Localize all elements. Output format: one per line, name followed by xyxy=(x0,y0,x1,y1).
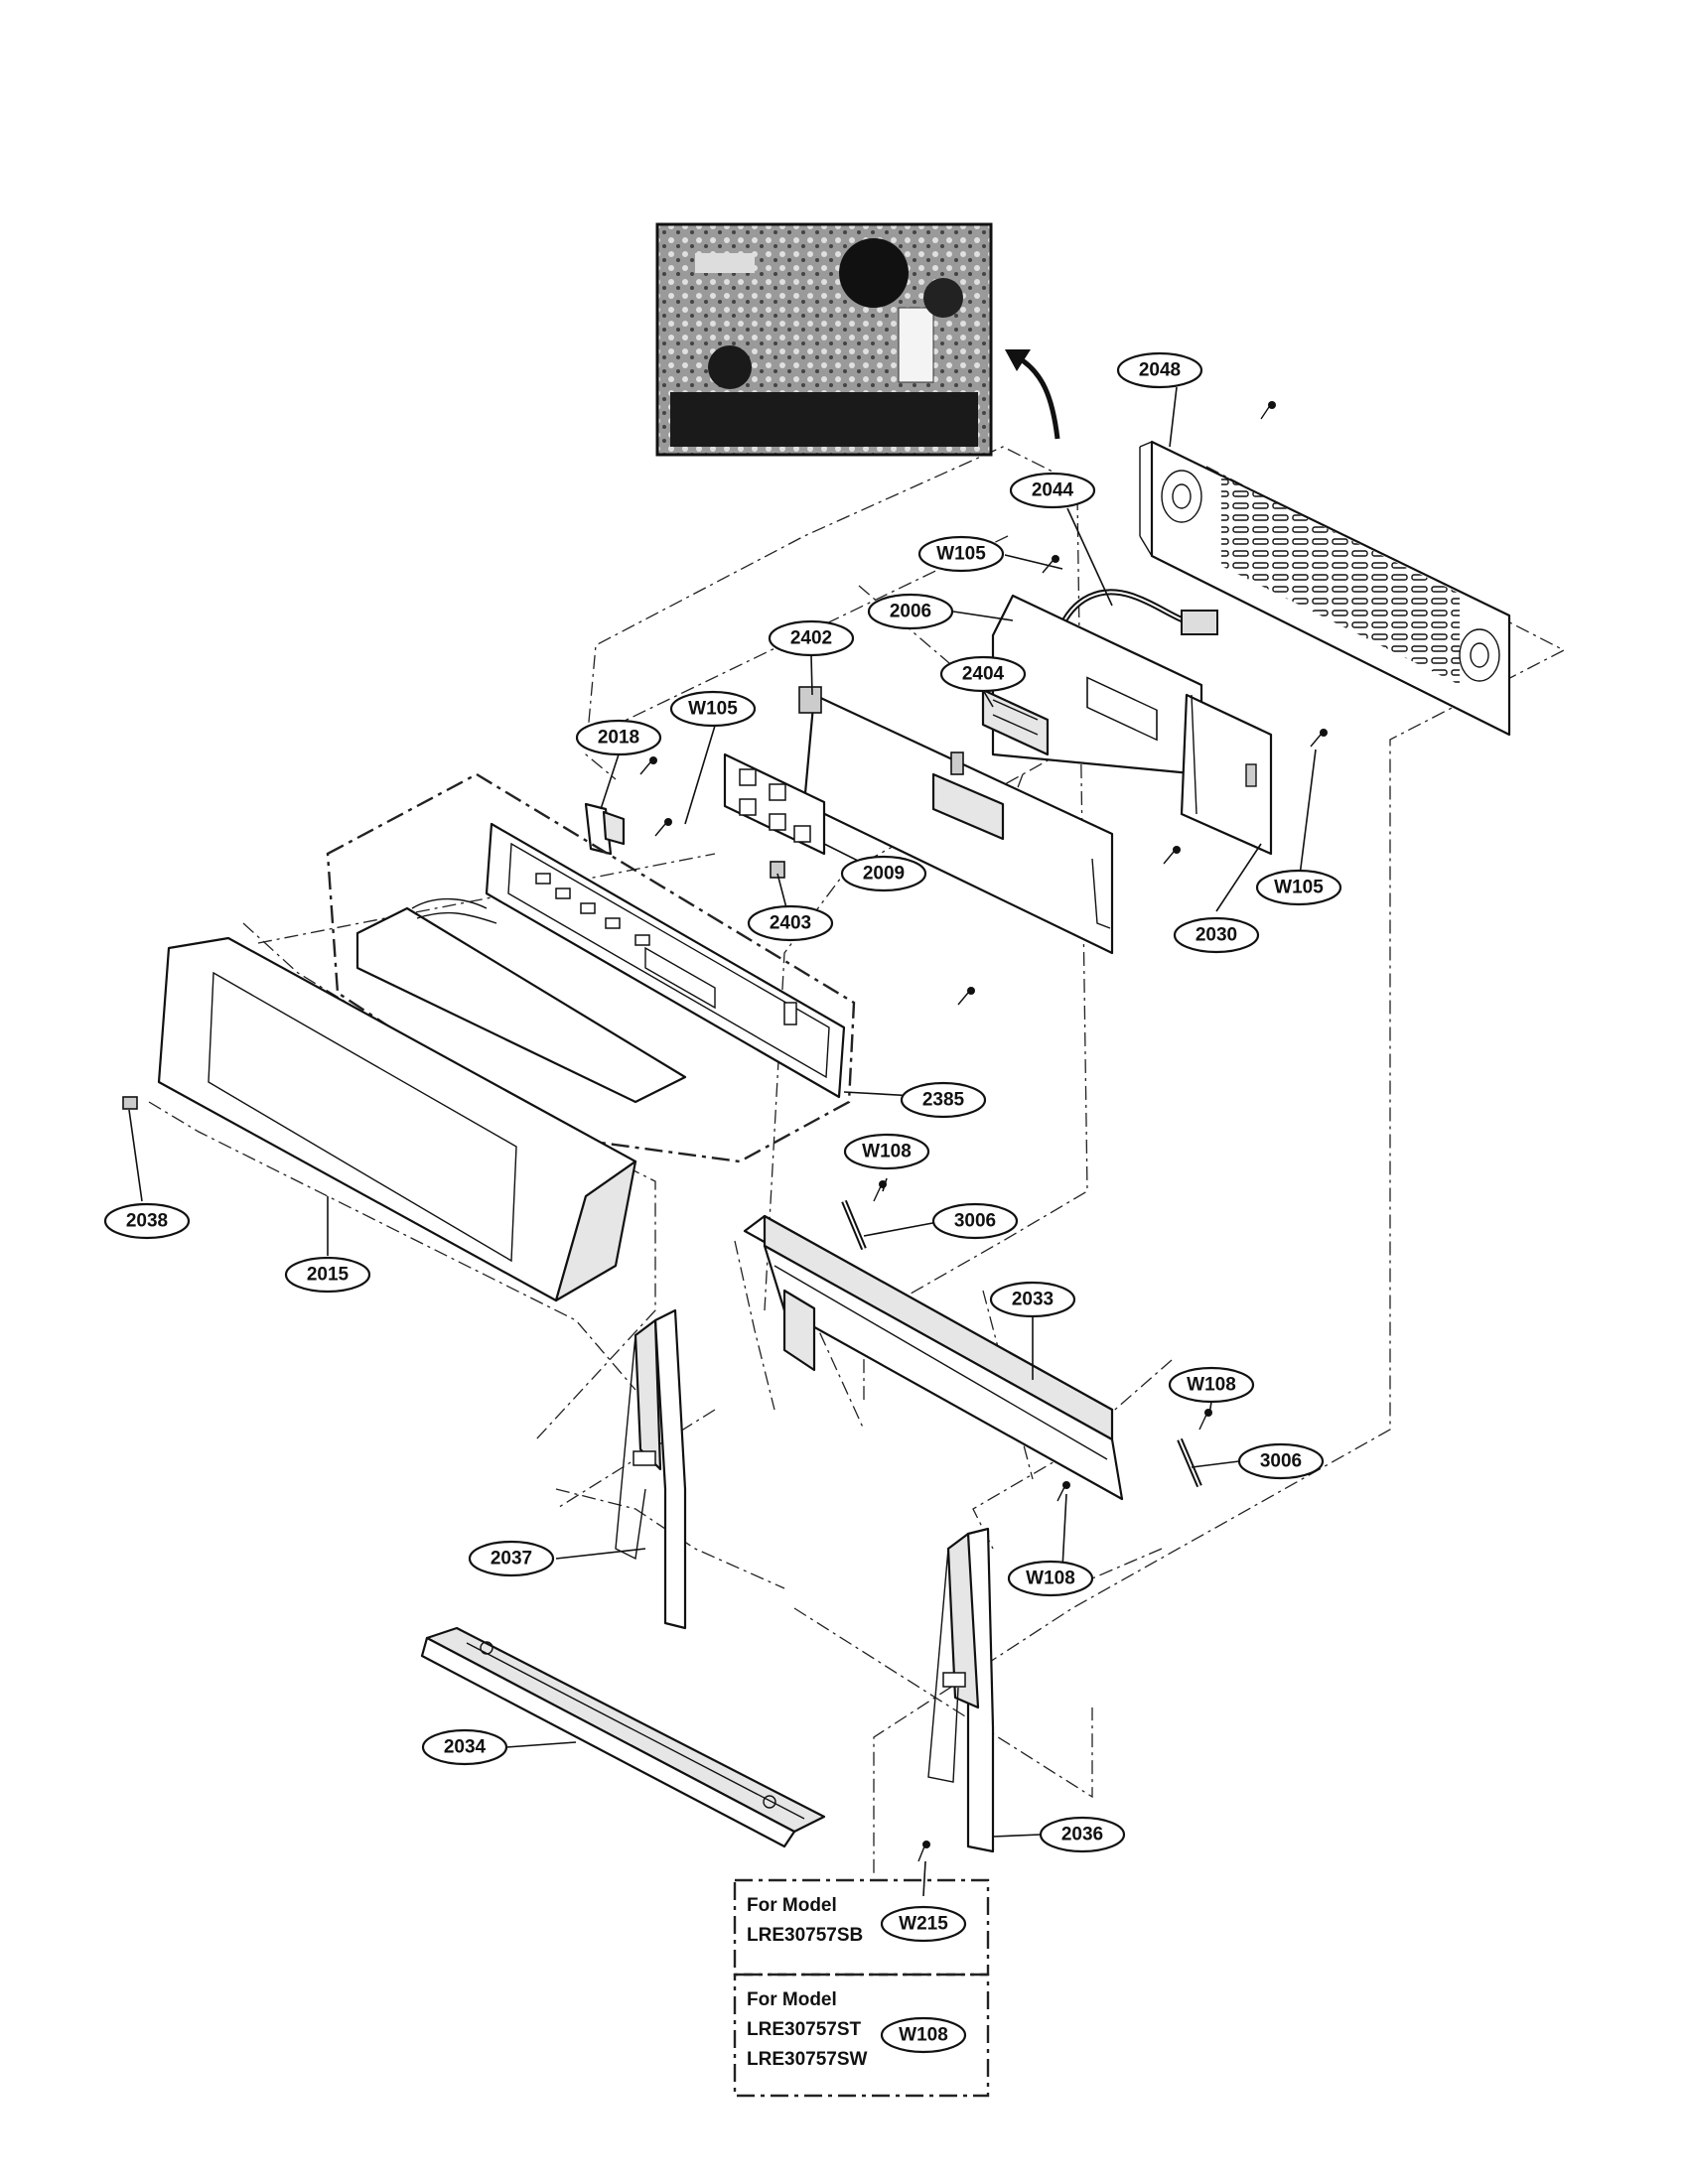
callout-2034: 2034 xyxy=(421,1728,508,1766)
small-bracket xyxy=(584,802,626,856)
svg-text:2038: 2038 xyxy=(126,1211,168,1232)
note-for-model: For Model xyxy=(747,1989,837,2010)
callout-2009: 2009 xyxy=(840,855,927,892)
screw xyxy=(1042,555,1059,574)
callout-w108: W108 xyxy=(880,2016,967,2054)
svg-text:W108: W108 xyxy=(1187,1375,1236,1396)
note-model-number: LRE30757SB xyxy=(747,1925,863,1946)
note-model-number: LRE30757SW xyxy=(747,2049,868,2070)
switch-board xyxy=(723,752,826,856)
front-control-panel xyxy=(157,936,637,1302)
curved-arrow-icon xyxy=(1016,354,1060,440)
svg-text:2048: 2048 xyxy=(1139,360,1181,381)
callout-w105: W105 xyxy=(669,690,757,728)
svg-text:2402: 2402 xyxy=(790,628,832,649)
callout-2018: 2018 xyxy=(575,719,662,756)
panel-wires xyxy=(411,897,497,924)
callout-2403: 2403 xyxy=(747,904,834,942)
note-model-number: LRE30757ST xyxy=(747,2019,862,2040)
callout-2030: 2030 xyxy=(1173,916,1260,954)
model-note-lre30757st-sw: For Model LRE30757ST LRE30757SW xyxy=(733,1973,990,2098)
screw xyxy=(654,818,672,837)
callout-2044: 2044 xyxy=(1009,472,1096,509)
svg-text:2403: 2403 xyxy=(770,913,811,934)
keypad-board xyxy=(798,686,1114,955)
rear-grill-panel xyxy=(1139,440,1511,737)
svg-text:W108: W108 xyxy=(899,2025,948,2046)
screw xyxy=(1163,846,1181,865)
svg-text:2385: 2385 xyxy=(922,1090,965,1111)
callout-w108: W108 xyxy=(843,1133,930,1170)
svg-text:2404: 2404 xyxy=(962,664,1005,685)
svg-text:W105: W105 xyxy=(1274,878,1324,898)
callout-2037: 2037 xyxy=(468,1540,555,1577)
callout-w105: W105 xyxy=(917,535,1005,573)
callout-3006: 3006 xyxy=(1237,1442,1325,1480)
callout-2033: 2033 xyxy=(989,1281,1076,1318)
model-note-lrE30757sb: For Model LRE30757SB xyxy=(733,1878,990,1977)
subassembly-boundary xyxy=(326,772,856,1163)
svg-text:W108: W108 xyxy=(1026,1569,1075,1589)
screw xyxy=(1310,729,1328,748)
svg-text:W215: W215 xyxy=(899,1914,948,1935)
svg-text:2037: 2037 xyxy=(491,1549,532,1570)
callout-w105: W105 xyxy=(1255,869,1342,906)
note-for-model: For Model xyxy=(747,1895,837,1916)
callout-3006: 3006 xyxy=(931,1202,1019,1240)
svg-text:W105: W105 xyxy=(936,544,986,565)
callout-2038: 2038 xyxy=(103,1202,191,1240)
right-side-bracket xyxy=(927,1527,995,1853)
svg-text:2006: 2006 xyxy=(890,602,931,622)
callout-2006: 2006 xyxy=(867,593,954,630)
callout-w108: W108 xyxy=(1007,1560,1094,1597)
svg-text:2015: 2015 xyxy=(307,1265,350,1286)
support-rail xyxy=(743,1214,1124,1501)
svg-text:2034: 2034 xyxy=(444,1737,487,1758)
small-connector xyxy=(770,861,785,879)
circuit-board-photo xyxy=(655,222,993,457)
svg-text:3006: 3006 xyxy=(1260,1451,1302,1472)
screw xyxy=(917,1841,930,1862)
arrow-head-icon xyxy=(1005,349,1031,371)
svg-text:2018: 2018 xyxy=(598,728,639,749)
screw xyxy=(957,987,975,1006)
left-side-bracket xyxy=(615,1308,687,1630)
callout-2404: 2404 xyxy=(939,655,1027,693)
screw xyxy=(1056,1481,1070,1502)
small-clip xyxy=(122,1096,138,1110)
screw xyxy=(639,756,657,775)
svg-text:2036: 2036 xyxy=(1061,1825,1103,1845)
board-bracket xyxy=(1180,693,1273,856)
svg-text:3006: 3006 xyxy=(954,1211,996,1232)
overlay-film xyxy=(355,906,687,1104)
callout-2385: 2385 xyxy=(900,1081,987,1119)
svg-text:W108: W108 xyxy=(862,1142,912,1162)
callout-2048: 2048 xyxy=(1116,351,1203,389)
control-board xyxy=(981,594,1203,776)
svg-text:2033: 2033 xyxy=(1012,1290,1054,1310)
callout-2015: 2015 xyxy=(284,1256,371,1294)
callout-w108: W108 xyxy=(1168,1366,1255,1404)
svg-text:2030: 2030 xyxy=(1196,925,1237,946)
bottom-trim xyxy=(420,1626,826,1848)
svg-text:2044: 2044 xyxy=(1032,480,1074,501)
svg-text:W105: W105 xyxy=(688,699,738,720)
screw xyxy=(1260,401,1276,420)
callout-2036: 2036 xyxy=(1039,1816,1126,1853)
wire-connector xyxy=(1181,610,1218,635)
svg-text:2009: 2009 xyxy=(863,864,905,885)
callout-w215: W215 xyxy=(880,1905,967,1943)
display-window-frame xyxy=(485,822,846,1099)
callout-2402: 2402 xyxy=(768,619,855,657)
